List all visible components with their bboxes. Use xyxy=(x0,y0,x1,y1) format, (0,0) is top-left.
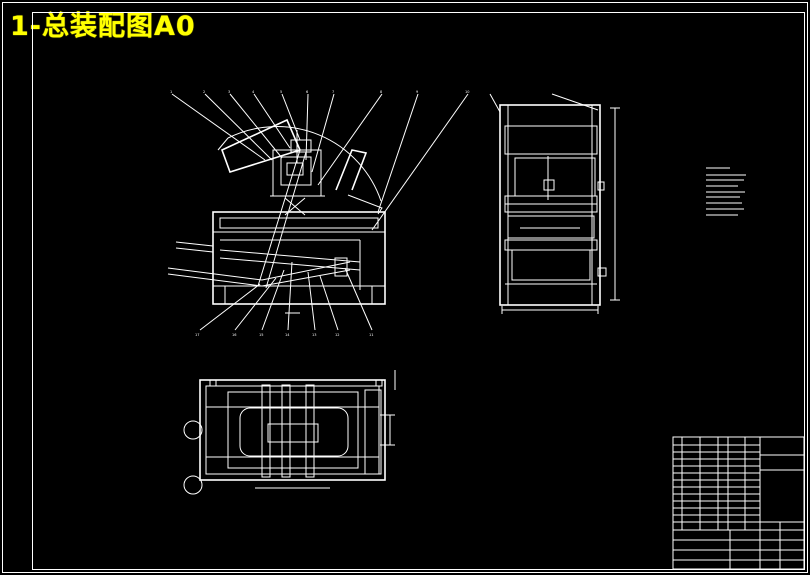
svg-text:6: 6 xyxy=(306,90,308,94)
svg-text:5: 5 xyxy=(280,90,282,94)
svg-text:12: 12 xyxy=(335,333,339,337)
svg-text:9: 9 xyxy=(416,90,418,94)
svg-text:1: 1 xyxy=(170,90,172,94)
svg-text:16: 16 xyxy=(232,333,236,337)
svg-text:4: 4 xyxy=(252,90,255,94)
svg-text:7: 7 xyxy=(332,90,334,94)
svg-text:3: 3 xyxy=(228,90,230,94)
svg-text:2: 2 xyxy=(203,90,205,94)
svg-text:10: 10 xyxy=(465,90,469,94)
title-block xyxy=(672,436,805,570)
svg-text:14: 14 xyxy=(285,333,290,337)
svg-text:15: 15 xyxy=(259,333,263,337)
top-view xyxy=(183,370,396,495)
svg-text:17: 17 xyxy=(195,333,199,337)
svg-text:8: 8 xyxy=(380,90,382,94)
drawing-title: 1-总装配图A0 xyxy=(10,11,196,42)
svg-text:13: 13 xyxy=(312,333,316,337)
technical-notes xyxy=(706,167,746,216)
inner-frame xyxy=(32,12,805,570)
side-view xyxy=(489,93,620,314)
svg-text:11: 11 xyxy=(369,333,373,337)
